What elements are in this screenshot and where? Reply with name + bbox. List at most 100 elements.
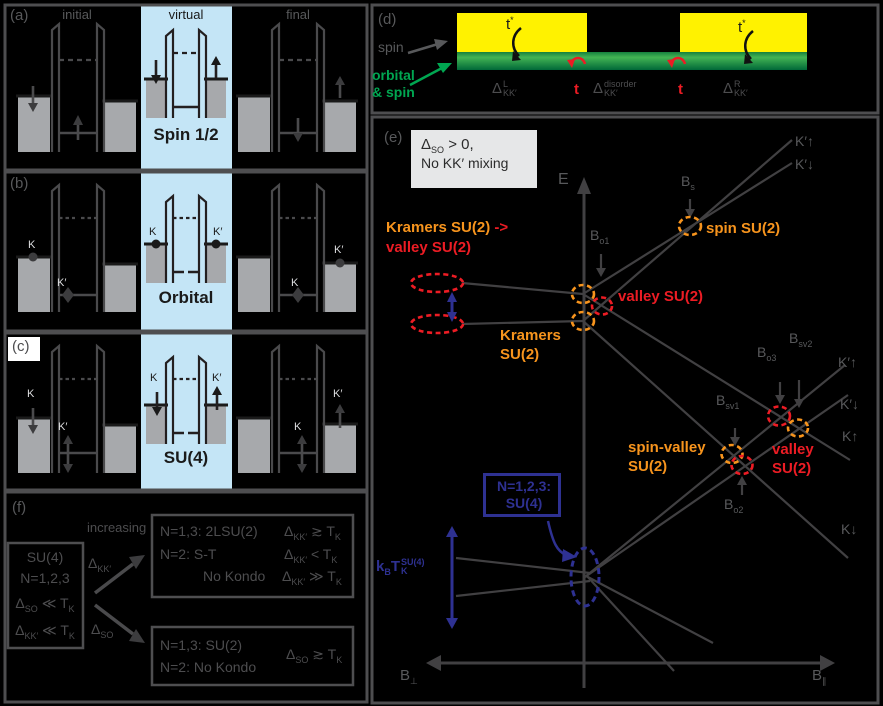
f-left-dkk: ΔKK′ ≪ TK [15,622,75,641]
panel-d-label: (d) [378,11,397,28]
c-k-label: K [294,421,302,433]
kp-dn-mid-label: K′↓ [840,396,859,412]
c-k-label: K [150,372,158,384]
b-kp-label: K′ [334,244,344,256]
b-kp-label: K′ [213,226,223,238]
su4-annotation-box: N=1,2,3: SU(4) [483,473,561,517]
column-initial-label: initial [62,7,92,22]
c-k-label: K [27,388,35,400]
f-lower-row2: N=2: No Kondo [160,659,257,675]
b-k-label: K [28,239,36,251]
f-upper-cond2: ΔKK′ < TK [284,546,338,565]
kp-dn-top-label: K′↓ [795,156,814,172]
t-star-left: t* [506,15,514,33]
bperp-ellipse-lower [409,313,465,335]
su4-box-line2: SU(4) [505,495,543,511]
spin-valley-su2-circle [720,443,744,465]
t-star-right: t* [738,18,746,36]
bs-label: Bs [681,173,695,192]
panel-e-label: (e) [384,129,403,146]
kramers-to-valley-line1: Kramers SU(2) -> [386,219,509,236]
note-line2: No KK′ mixing [421,155,509,171]
left-contact [457,13,587,52]
axis-bpar-label: B∥ [812,667,827,686]
axis-bperp-label: B⊥ [400,667,418,686]
column-virtual-label: virtual [168,7,204,22]
k-up-label: K↑ [842,428,859,444]
kramers-su2-label-2: SU(2) [500,346,540,363]
f-upper-cond1: ΔKK′ ≳ TK [284,523,341,542]
arrow-dso-label: ΔSO [91,621,114,640]
b-k-label: K [149,226,157,238]
f-lower-row1: N=1,3: SU(2) [160,637,243,653]
f-lower-cond: ΔSO ≳ TK [286,646,343,665]
bsv2-circle [786,418,810,438]
bo2-circle [730,454,754,476]
bo2-label: Bo2 [724,496,744,515]
panel-c-label-box [8,337,40,361]
c-kp-label: K′ [212,372,222,384]
orbital-label: orbital [372,67,415,83]
c-kp-label: K′ [58,421,68,433]
bo1-label: Bo1 [590,227,610,246]
f-upper-row1: N=1,3: 2LSU(2) [160,523,258,539]
panel-b-diagram [16,182,358,312]
valley-su2-mid-label: valley [772,441,814,458]
valley-su2-axis-circle [590,296,614,316]
axis-e-label: E [558,171,569,188]
spin-valley-su2-label: spin-valley [628,439,706,456]
su4-box-line1: N=1,2,3: [496,478,552,494]
su4-ellipse [569,546,601,608]
b-k-label: K [291,277,299,289]
panel-d-diagram [407,13,807,87]
spin-label: spin [378,39,404,55]
note-line1: ΔSO > 0, [421,136,474,155]
t-left: t [574,81,579,98]
f-upper-row3: No Kondo [203,568,266,584]
column-final-label: final [286,7,310,22]
bperp-ellipse-upper [409,272,465,294]
panel-borders [3,3,880,705]
valley-su2-axis-label: valley SU(2) [618,288,704,305]
panel-a-diagram [16,21,358,152]
spin-valley-su2-label-2: SU(2) [628,458,668,475]
panel-f-label: (f) [12,499,27,516]
kramers-to-valley-line2: valley SU(2) [386,239,472,256]
nanotube [457,52,807,70]
panel-c-label: (c) [12,338,30,355]
f-left-n123: N=1,2,3 [20,570,70,586]
panel-e-diagram [409,139,851,688]
bsv2-label: Bsv2 [789,330,813,349]
f-upper-row2: N=2: S-T [160,546,217,562]
k-dn-label: K↓ [841,521,858,537]
kramers-su2-lower-circle [570,310,596,332]
bo3-circle [766,405,792,427]
right-contact [680,13,807,52]
process-spin-half: Spin 1/2 [153,125,219,144]
spin-su2-circle [677,215,703,237]
panel-b-label: (b) [10,175,29,192]
arrow-dkk-label: ΔKK′ [88,555,112,574]
kp-up-top-label: K′↑ [795,133,814,149]
panel-c-diagram [16,343,358,473]
condition-note-box: ΔSO > 0, No KK′ mixing [411,130,537,188]
bo3-label: Bo3 [757,344,777,363]
increasing-label: increasing [87,520,147,535]
f-left-su4: SU(4) [26,549,64,565]
process-orbital: Orbital [158,288,214,307]
b-kp-label: K′ [57,277,67,289]
bsv1-label: Bsv1 [716,392,740,411]
kramers-su2-upper-circle [570,283,596,305]
t-right: t [678,81,683,98]
f-left-dso: ΔSO ≪ TK [15,595,75,614]
valley-su2-mid-label-2: SU(2) [772,460,812,477]
c-kp-label: K′ [333,388,343,400]
process-su4: SU(4) [163,448,209,467]
kramers-su2-label: Kramers [500,327,561,344]
panel-f-diagram [6,513,355,687]
orbital-label-2: & spin [372,84,415,100]
